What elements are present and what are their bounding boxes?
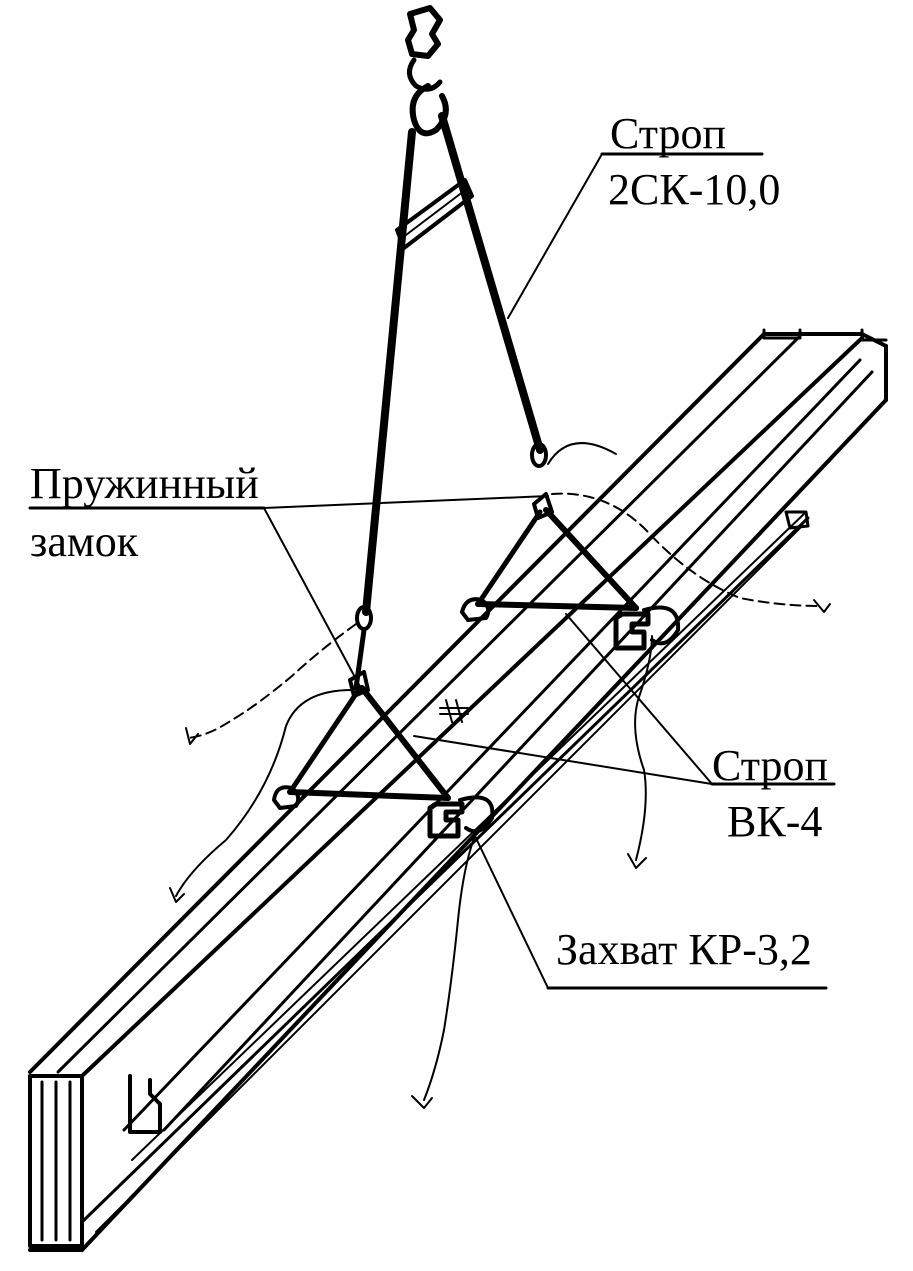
label-grip-kr: Захват КР-3,2 <box>556 925 812 974</box>
label-sling-vk4-code: ВК-4 <box>727 797 823 846</box>
main-sling-2sk <box>355 112 548 631</box>
sling-vk4-rear <box>460 492 639 622</box>
guide-ropes <box>169 442 831 1109</box>
label-sling-2sk-title: Строп <box>610 109 727 158</box>
label-spring-lock-line1: Пружинный <box>30 459 259 508</box>
crane-hook <box>405 5 449 137</box>
beam <box>28 328 888 1252</box>
leader-lines <box>28 152 836 990</box>
grip-front <box>427 795 495 839</box>
label-spring-lock-line2: замок <box>30 517 139 566</box>
label-sling-vk4-title: Строп <box>712 741 829 790</box>
sling-vk4-front <box>272 627 451 810</box>
grip-rear <box>613 605 681 651</box>
label-sling-2sk-code: 2СК-10,0 <box>608 165 781 214</box>
